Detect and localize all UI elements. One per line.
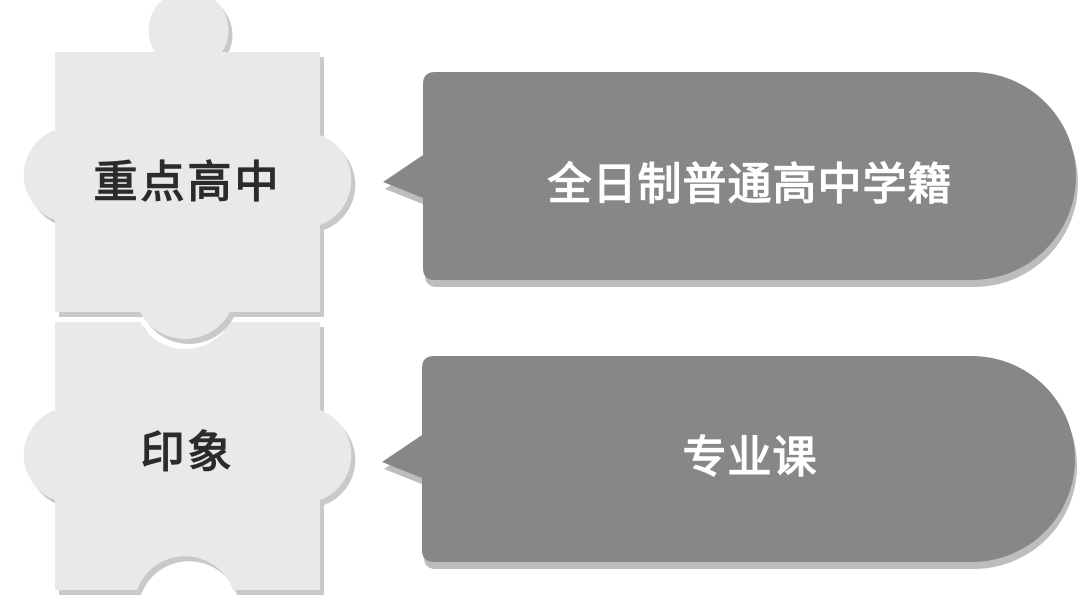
callout-bottom-label: 专业课 (682, 432, 818, 483)
callout-bottom (382, 356, 1077, 569)
puzzle-piece-bottom-label: 印象 (140, 427, 235, 478)
callout-bottom-shape (382, 356, 1075, 562)
callout-top-label: 全日制普通高中学籍 (547, 159, 953, 210)
puzzle-piece-top (23, 0, 356, 344)
callout-top (383, 72, 1078, 287)
puzzle-piece-bottom (23, 322, 356, 595)
puzzle-piece-top-label: 重点高中 (93, 157, 282, 208)
puzzle-piece-bottom-shape (23, 322, 352, 590)
callout-top-shape (383, 72, 1076, 280)
puzzle-piece-top-shape (23, 0, 352, 339)
